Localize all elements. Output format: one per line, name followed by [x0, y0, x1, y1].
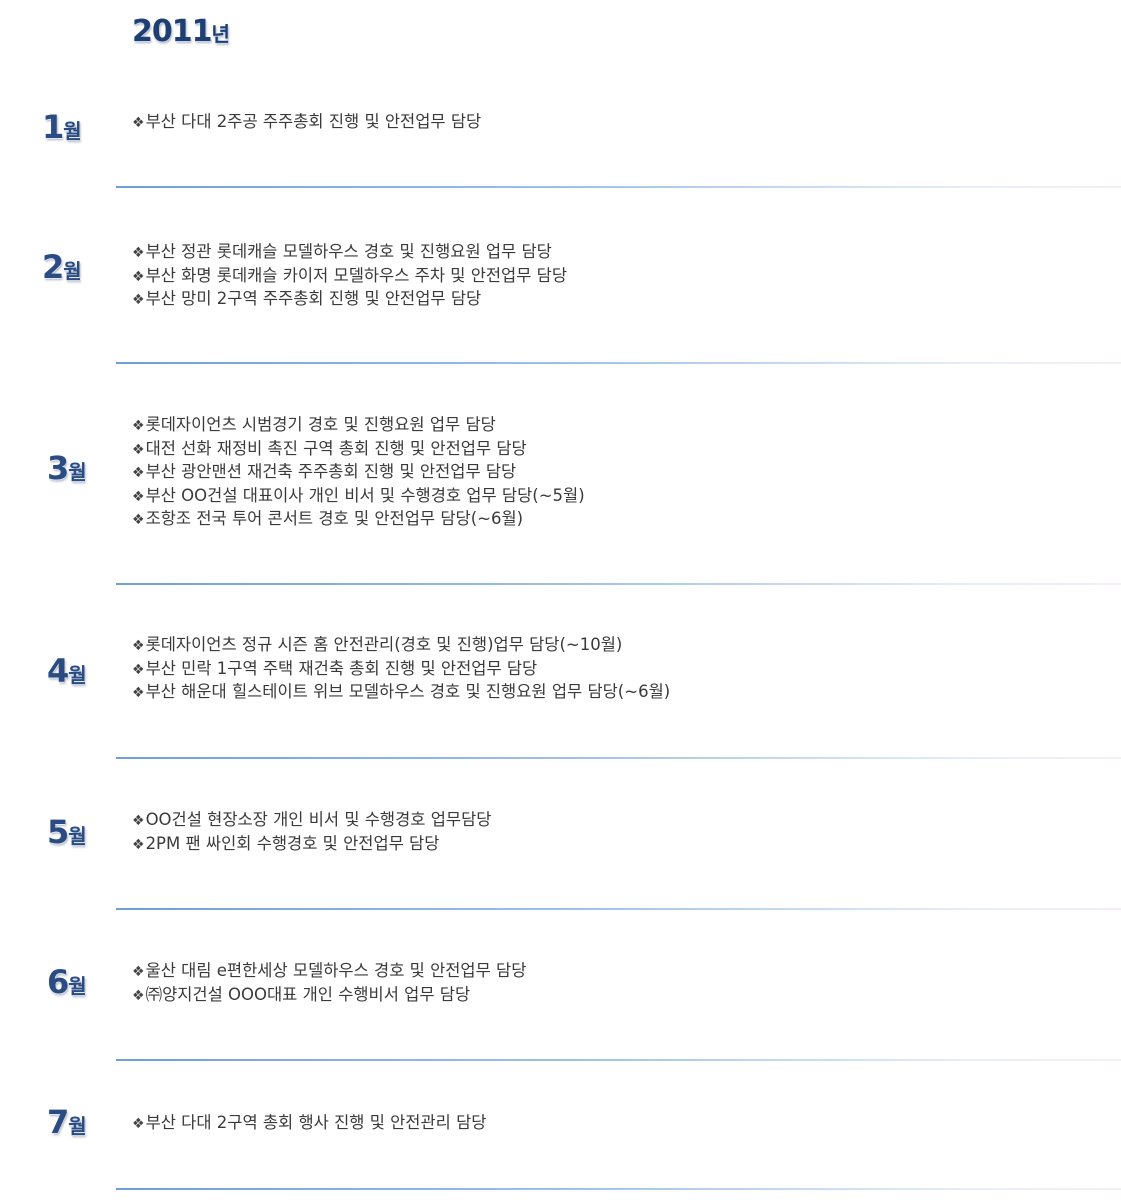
activity-text: 부산 해운대 힐스테이트 위브 모델하우스 경호 및 진행요원 업무 담당(~6…	[145, 682, 671, 701]
activity-list: ❖부산 정관 롯데캐슬 모델하우스 경호 및 진행요원 업무 담당❖부산 화명 …	[132, 241, 567, 312]
activity-text: 2PM 팬 싸인회 수행경호 및 안전업무 담당	[145, 833, 440, 853]
month-suffix: 월	[68, 460, 86, 484]
activity-item: ❖부산 정관 롯데캐슬 모델하우스 경호 및 진행요원 업무 담당	[132, 241, 567, 265]
activity-item: ❖부산 다대 2주공 주주총회 진행 및 안전업무 담당	[132, 111, 481, 135]
month-label: 4월	[47, 652, 87, 690]
month-suffix: 월	[68, 974, 86, 998]
month-number: 1	[42, 108, 64, 146]
section-divider	[116, 757, 1121, 759]
month-label: 5월	[47, 813, 87, 851]
diamond-bullet-icon: ❖	[132, 964, 145, 980]
diamond-bullet-icon: ❖	[132, 245, 145, 261]
activity-text: OO건설 현장소장 개인 비서 및 수행경호 업무담당	[145, 810, 492, 829]
section-divider	[116, 186, 1121, 188]
activity-text: 부산 광안맨션 재건축 주주총회 진행 및 안전업무 담당	[145, 462, 517, 481]
activity-item: ❖부산 OO건설 대표이사 개인 비서 및 수행경호 업무 담당(~5월)	[132, 485, 585, 509]
activity-item: ❖대전 선화 재정비 촉진 구역 총회 진행 및 안전업무 담당	[132, 438, 585, 462]
month-label: 2월	[42, 248, 82, 286]
activity-list: ❖롯데자이언츠 시범경기 경호 및 진행요원 업무 담당❖대전 선화 재정비 촉…	[132, 414, 585, 532]
month-suffix: 월	[63, 119, 81, 143]
activity-text: 롯데자이언츠 시범경기 경호 및 진행요원 업무 담당	[145, 415, 496, 434]
activity-text: 롯데자이언츠 정규 시즌 홈 안전관리(경호 및 진행)업무 담당(~10월)	[145, 635, 623, 654]
activity-text: 부산 화명 롯데캐슬 카이저 모델하우스 주차 및 안전업무 담당	[145, 265, 568, 285]
diamond-bullet-icon: ❖	[132, 292, 145, 308]
activity-item: ❖부산 광안맨션 재건축 주주총회 진행 및 안전업무 담당	[132, 461, 585, 485]
activity-item: ❖2PM 팬 싸인회 수행경호 및 안전업무 담당	[132, 833, 491, 857]
month-label: 6월	[47, 963, 87, 1001]
activity-text: 부산 다대 2구역 총회 행사 진행 및 안전관리 담당	[145, 1113, 487, 1132]
diamond-bullet-icon: ❖	[132, 418, 145, 434]
month-suffix: 월	[63, 259, 81, 283]
diamond-bullet-icon: ❖	[132, 638, 145, 654]
section-divider	[116, 583, 1121, 585]
activity-text: 부산 다대 2주공 주주총회 진행 및 안전업무 담당	[145, 112, 482, 131]
activity-text: ㈜양지건설 OOO대표 개인 수행비서 업무 담당	[145, 984, 471, 1004]
year-number: 2011	[132, 14, 212, 49]
month-suffix: 월	[68, 1114, 86, 1138]
year-heading: 2011년	[132, 14, 230, 49]
month-number: 3	[47, 449, 69, 487]
diamond-bullet-icon: ❖	[132, 987, 145, 1004]
month-number: 4	[47, 652, 69, 690]
activity-list: ❖부산 다대 2주공 주주총회 진행 및 안전업무 담당	[132, 111, 481, 135]
month-number: 5	[47, 813, 69, 851]
activity-text: 부산 OO건설 대표이사 개인 비서 및 수행경호 업무 담당(~5월)	[145, 485, 585, 505]
activity-list: ❖울산 대림 e편한세상 모델하우스 경호 및 안전업무 담당❖㈜양지건설 OO…	[132, 960, 526, 1007]
activity-text: 울산 대림 e편한세상 모델하우스 경호 및 안전업무 담당	[145, 961, 527, 980]
activity-item: ❖OO건설 현장소장 개인 비서 및 수행경호 업무담당	[132, 809, 491, 833]
section-divider	[116, 362, 1121, 364]
activity-list: ❖OO건설 현장소장 개인 비서 및 수행경호 업무담당❖2PM 팬 싸인회 수…	[132, 809, 491, 856]
diamond-bullet-icon: ❖	[132, 465, 145, 481]
diamond-bullet-icon: ❖	[132, 441, 145, 458]
diamond-bullet-icon: ❖	[132, 115, 145, 131]
diamond-bullet-icon: ❖	[132, 813, 145, 829]
month-number: 6	[47, 963, 69, 1001]
activity-text: 부산 정관 롯데캐슬 모델하우스 경호 및 진행요원 업무 담당	[145, 242, 552, 261]
activity-item: ❖부산 민락 1구역 주택 재건축 총회 진행 및 안전업무 담당	[132, 658, 670, 682]
diamond-bullet-icon: ❖	[132, 661, 145, 678]
diamond-bullet-icon: ❖	[132, 512, 145, 528]
year-suffix: 년	[211, 22, 230, 46]
month-number: 2	[42, 248, 64, 286]
activity-text: 부산 민락 1구역 주택 재건축 총회 진행 및 안전업무 담당	[145, 658, 538, 678]
month-label: 7월	[47, 1103, 87, 1141]
activity-item: ❖부산 망미 2구역 주주총회 진행 및 안전업무 담당	[132, 288, 567, 312]
month-label: 1월	[42, 108, 82, 146]
month-label: 3월	[47, 449, 87, 487]
activity-item: ❖조항조 전국 투어 콘서트 경호 및 안전업무 담당(~6월)	[132, 508, 585, 532]
activity-item: ❖부산 다대 2구역 총회 행사 진행 및 안전관리 담당	[132, 1112, 486, 1136]
activity-item: ❖롯데자이언츠 시범경기 경호 및 진행요원 업무 담당	[132, 414, 585, 438]
section-divider	[116, 1188, 1121, 1190]
diamond-bullet-icon: ❖	[132, 488, 145, 505]
activity-item: ❖부산 화명 롯데캐슬 카이저 모델하우스 주차 및 안전업무 담당	[132, 265, 567, 289]
month-number: 7	[47, 1103, 69, 1141]
activity-text: 조항조 전국 투어 콘서트 경호 및 안전업무 담당(~6월)	[145, 509, 524, 528]
activity-item: ❖부산 해운대 힐스테이트 위브 모델하우스 경호 및 진행요원 업무 담당(~…	[132, 681, 670, 705]
activity-list: ❖부산 다대 2구역 총회 행사 진행 및 안전관리 담당	[132, 1112, 486, 1136]
month-suffix: 월	[68, 824, 86, 848]
month-suffix: 월	[68, 663, 86, 687]
activity-text: 대전 선화 재정비 촉진 구역 총회 진행 및 안전업무 담당	[145, 438, 527, 458]
activity-list: ❖롯데자이언츠 정규 시즌 홈 안전관리(경호 및 진행)업무 담당(~10월)…	[132, 634, 670, 705]
diamond-bullet-icon: ❖	[132, 1116, 145, 1132]
diamond-bullet-icon: ❖	[132, 268, 145, 285]
diamond-bullet-icon: ❖	[132, 836, 145, 853]
section-divider	[116, 908, 1121, 910]
activity-item: ❖롯데자이언츠 정규 시즌 홈 안전관리(경호 및 진행)업무 담당(~10월)	[132, 634, 670, 658]
diamond-bullet-icon: ❖	[132, 685, 145, 701]
activity-text: 부산 망미 2구역 주주총회 진행 및 안전업무 담당	[145, 289, 482, 308]
activity-item: ❖울산 대림 e편한세상 모델하우스 경호 및 안전업무 담당	[132, 960, 526, 984]
section-divider	[116, 1059, 1121, 1061]
activity-item: ❖㈜양지건설 OOO대표 개인 수행비서 업무 담당	[132, 984, 526, 1008]
